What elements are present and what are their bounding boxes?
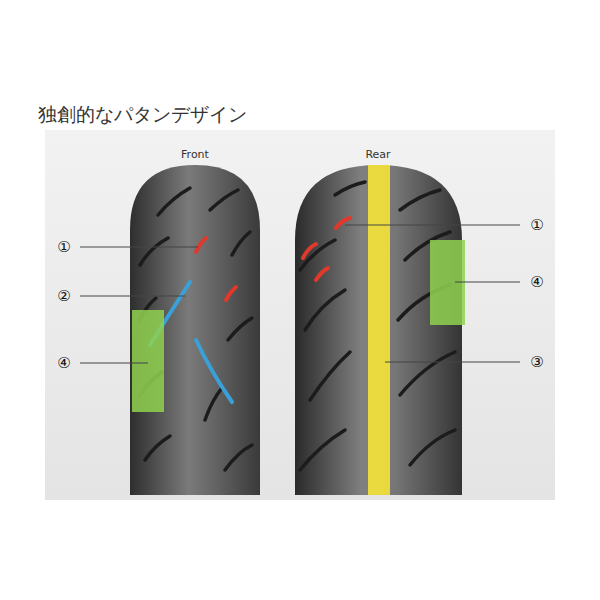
rear-red-grooves xyxy=(303,218,350,280)
callout-number: ① xyxy=(530,217,543,234)
front-green-zone xyxy=(132,310,164,412)
photo-ground xyxy=(45,130,555,500)
callout-number: ① xyxy=(57,239,70,256)
leader-lines xyxy=(80,225,520,363)
rear-yellow-band xyxy=(368,165,390,495)
callout-number: ② xyxy=(57,288,70,305)
front-tire xyxy=(130,165,260,495)
tire-label: Rear xyxy=(365,149,390,161)
callout-number: ④ xyxy=(57,355,70,372)
front-red-grooves xyxy=(196,238,236,300)
callout-number: ③ xyxy=(530,354,543,371)
diagram-title: 独創的なパタンデザイン xyxy=(38,104,247,125)
rear-tire xyxy=(295,165,462,495)
tire-label: Front xyxy=(181,149,209,161)
callout-number: ④ xyxy=(530,274,543,291)
